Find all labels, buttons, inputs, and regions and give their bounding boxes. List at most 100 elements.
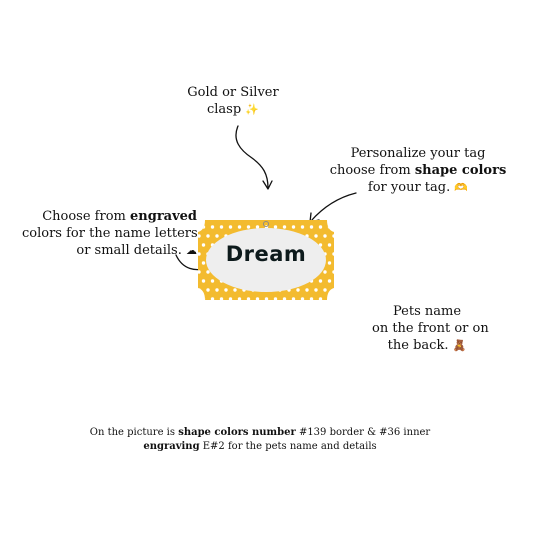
daisy-dot — [215, 234, 219, 238]
daisy-dot — [273, 297, 278, 300]
engraved-line2: colors for the name letters — [22, 226, 198, 241]
daisy-dot — [291, 297, 296, 300]
daisy-dot — [323, 216, 326, 219]
daisy-dot — [323, 288, 327, 292]
caption-line1-bold: shape colors number — [178, 427, 296, 438]
daisy-dot — [219, 225, 224, 229]
daisy-dot — [314, 288, 318, 292]
daisy-dot — [219, 297, 224, 300]
daisy-dot — [332, 216, 335, 219]
engraved-line3-wrap: or small details. ☁ — [22, 242, 197, 259]
clasp-note: Gold or Silver clasp ✨ — [178, 84, 288, 118]
caption: On the picture is shape colors number #1… — [60, 426, 460, 454]
personalize-line2-wrap: choose from shape colors — [328, 162, 508, 179]
daisy-dot — [237, 297, 242, 300]
personalize-line3-wrap: for your tag. 🫶 — [328, 179, 508, 196]
daisy-dot — [332, 288, 334, 292]
daisy-dot — [206, 270, 210, 274]
daisy-dot — [198, 252, 201, 256]
clasp-arrow — [235, 125, 269, 189]
clasp-arrow-head — [262, 180, 273, 190]
daisy-dot — [224, 288, 228, 292]
daisy-dot — [300, 225, 305, 229]
daisy-dot — [300, 297, 305, 300]
daisy-dot — [332, 234, 334, 238]
daisy-dot — [332, 252, 334, 256]
pets-note: Pets name on the front or on the back. 🧸 — [372, 303, 489, 354]
daisy-dot — [332, 270, 334, 274]
daisy-dot — [233, 288, 237, 292]
personalize-line2-pre: choose from — [329, 163, 415, 178]
daisy-dot — [210, 279, 215, 283]
daisy-dot — [255, 225, 260, 229]
pet-tag — [198, 216, 335, 300]
caption-line1-wrap: On the picture is shape colors number #1… — [60, 426, 460, 440]
daisy-dot — [228, 297, 233, 300]
daisy-dot — [296, 288, 300, 292]
tag-inner — [206, 228, 326, 292]
caption-line2-post: E#2 for the pets name and details — [199, 441, 377, 452]
daisy-dot — [282, 297, 287, 300]
daisy-dot — [201, 243, 206, 247]
daisy-dot — [228, 225, 233, 229]
daisy-dot — [264, 297, 269, 300]
daisy-dot — [215, 288, 219, 292]
tag-name: Dream — [225, 242, 307, 266]
daisy-dot — [201, 279, 206, 283]
daisy-dot — [215, 216, 218, 219]
personalize-line2-bold: shape colors — [414, 163, 507, 178]
daisy-dot — [273, 225, 278, 229]
pets-line3: the back. — [387, 338, 449, 353]
daisy-dot — [206, 288, 210, 292]
daisy-dot — [327, 297, 332, 300]
daisy-dot — [233, 216, 236, 219]
daisy-dot — [198, 288, 201, 292]
daisy-dot — [305, 288, 309, 292]
daisy-dot — [210, 297, 215, 300]
personalize-line3: for your tag. — [367, 180, 451, 195]
caption-line2-wrap: engraving E#2 for the pets name and deta… — [60, 440, 460, 454]
daisy-dot — [237, 225, 242, 229]
daisy-dot — [255, 297, 260, 300]
daisy-dot — [206, 234, 210, 238]
daisy-dot — [327, 261, 332, 265]
daisy-dot — [246, 297, 251, 300]
cloud-icon: ☁ — [186, 244, 197, 257]
daisy-dot — [206, 216, 209, 219]
clasp-note-line2-wrap: clasp ✨ — [178, 101, 288, 118]
daisy-dot — [318, 297, 323, 300]
daisy-dot — [242, 216, 245, 219]
clasp-note-line2: clasp — [206, 102, 242, 117]
clasp-hole — [262, 220, 270, 228]
daisy-dot — [318, 279, 323, 283]
daisy-dot — [260, 216, 263, 219]
daisy-dot — [327, 279, 332, 283]
daisy-dot — [309, 297, 314, 300]
daisy-dot — [305, 216, 308, 219]
daisy-dot — [198, 270, 201, 274]
daisy-dot — [327, 243, 332, 247]
engraved-note: Choose from engraved colors for the name… — [22, 208, 198, 259]
daisy-dot — [269, 216, 272, 219]
personalize-note: Personalize your tag choose from shape c… — [328, 145, 508, 196]
engraved-line3: or small details. — [76, 243, 182, 258]
daisy-dot — [314, 216, 317, 219]
daisy-dot — [201, 297, 206, 300]
daisy-dot — [287, 216, 290, 219]
daisy-dot — [251, 216, 254, 219]
teddy-bear-icon: 🧸 — [452, 339, 467, 352]
engraved-line1-wrap: Choose from engraved — [22, 208, 197, 225]
caption-line2-bold: engraving — [143, 441, 200, 452]
caption-line1-post: #139 border & #36 inner — [295, 427, 431, 438]
pets-line1: Pets name — [392, 304, 462, 319]
daisy-dot — [246, 225, 251, 229]
daisy-dot — [309, 225, 314, 229]
daisy-dot — [198, 234, 201, 238]
heart-hands-icon: 🫶 — [454, 181, 469, 194]
engraved-line1-bold: engraved — [130, 209, 197, 224]
daisy-dot — [210, 225, 215, 229]
caption-line1-pre: On the picture is — [89, 427, 179, 438]
pets-line3-wrap: the back. 🧸 — [372, 337, 482, 354]
pets-line2: on the front or on — [372, 321, 489, 336]
daisy-dot — [282, 225, 287, 229]
